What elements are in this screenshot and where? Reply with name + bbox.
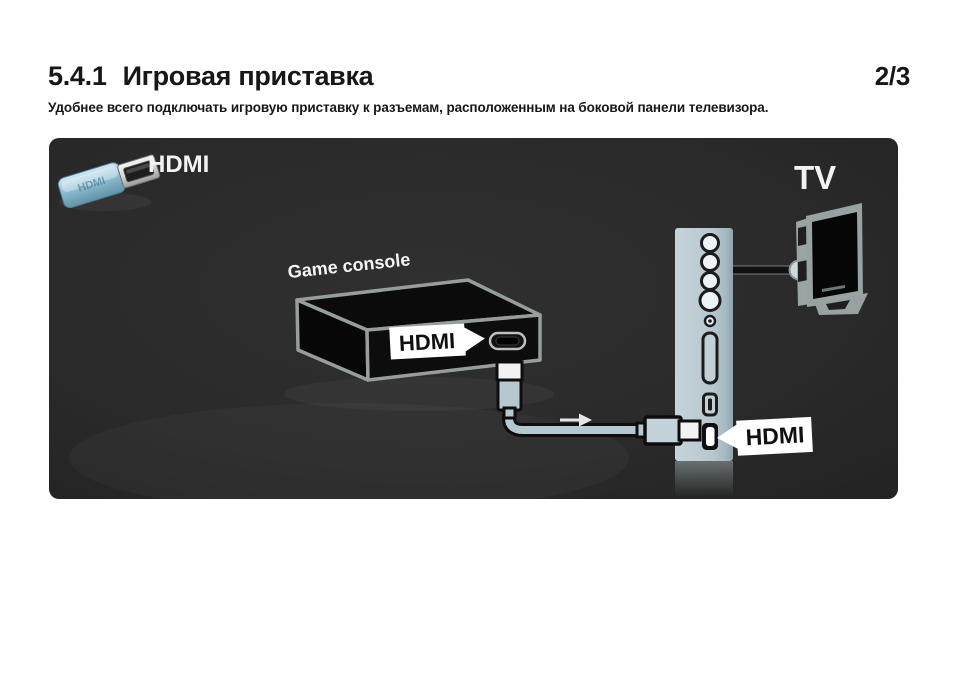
tv-stand-hole (826, 300, 850, 310)
page-indicator: 2/3 (874, 61, 911, 91)
section-number: 5.4.1 (48, 61, 107, 91)
cable-plug-top-neck (502, 406, 517, 420)
cable-plug-top-tip (495, 360, 524, 382)
tv-illustration (796, 203, 868, 315)
diagram-canvas: HDMI HDMI TV (49, 138, 898, 499)
panel-jack-2 (700, 252, 720, 272)
panel-to-tv-cable (726, 259, 810, 281)
hdmi-source-label: HDMI (148, 151, 209, 178)
panel-jack-4 (698, 289, 722, 312)
plug-highlight (61, 165, 119, 192)
flow-arrow-icon (560, 413, 592, 427)
panel-callout-bubble (717, 416, 813, 456)
tv-side-notch-bottom (798, 260, 808, 282)
panel-slot-long (701, 331, 719, 385)
console-callout-bubble (389, 323, 485, 360)
hdmi-cable (495, 360, 702, 446)
page-header: 5.4.1 Игровая приставка 2/3 (48, 61, 910, 91)
cable-plug-right-body (643, 415, 683, 446)
panel-hdmi-callout: HDMI (717, 416, 813, 456)
hdmi-plug-icon: HDMI (57, 154, 161, 211)
panel-slot-small-pin (708, 398, 712, 411)
panel-jack-3 (700, 271, 720, 291)
panel-callout-label: HDMI (745, 421, 805, 450)
tv-side-notch-top (798, 226, 807, 246)
tv-side-panel (675, 228, 733, 496)
connection-diagram: HDMI HDMI TV (49, 138, 898, 499)
hdmi-port-icon (488, 331, 527, 351)
console-hdmi-callout: HDMI (389, 323, 485, 360)
cable-plug-right-tip (677, 419, 702, 442)
panel-hdmi-port-inner (706, 427, 715, 446)
panel-minijack-pin (708, 319, 712, 323)
tv-speaker-line (822, 285, 845, 292)
page-subtitle: Удобнее всего подключать игровую пристав… (48, 100, 769, 115)
panel-jack-1 (700, 233, 720, 253)
tv-label: TV (794, 159, 836, 196)
tv-screen (812, 212, 858, 299)
page-title: Игровая приставка (122, 61, 374, 91)
cable-plug-top-body (496, 378, 523, 412)
console-reflection (284, 377, 554, 411)
panel-reflection (675, 461, 733, 496)
plug-connector-shine (126, 163, 150, 174)
console-callout-label: HDMI (398, 328, 455, 356)
